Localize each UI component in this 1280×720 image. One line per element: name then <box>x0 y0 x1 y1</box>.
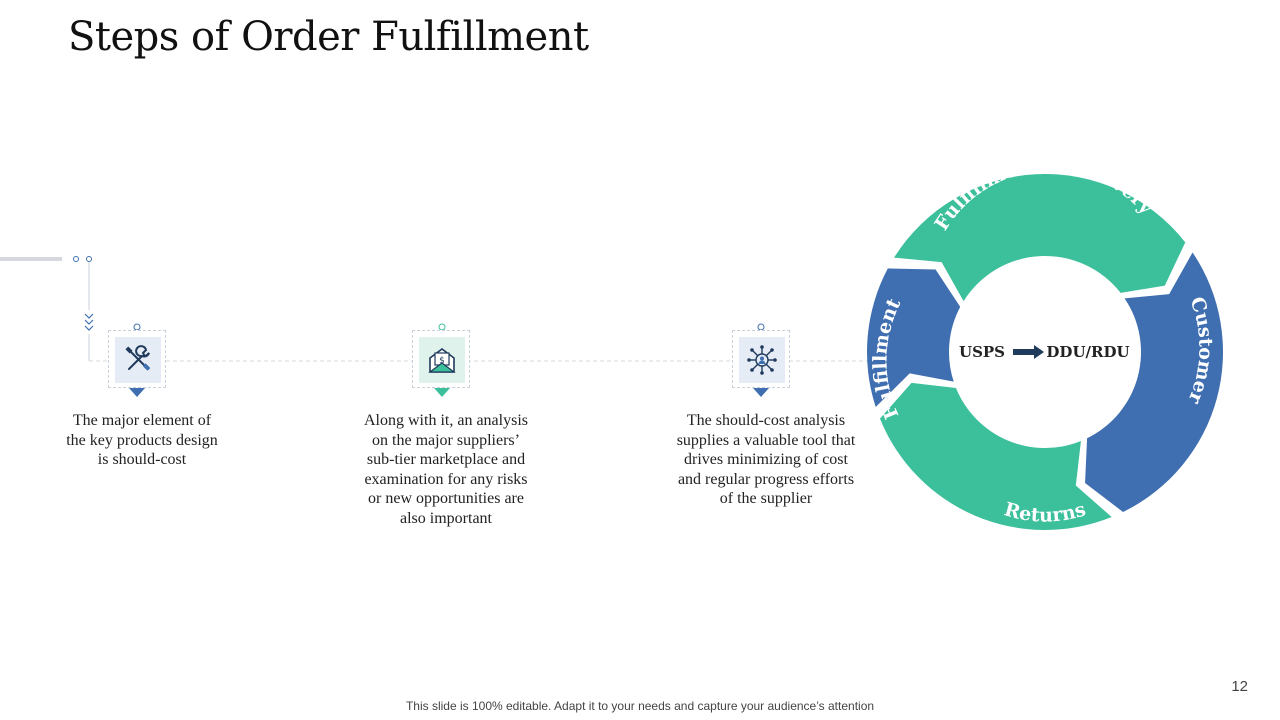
step-3-text: The should-cost analysis supplies a valu… <box>676 412 856 507</box>
step-marker-3 <box>753 323 769 397</box>
step-3-icon-bg <box>739 337 785 383</box>
cycle-diagram: Fulfillment & Delivery Customer Returns … <box>867 170 1223 530</box>
network-person-icon <box>747 345 777 375</box>
footer-note: This slide is 100% editable. Adapt it to… <box>405 699 875 713</box>
step-2-icon-box: $ <box>412 330 470 388</box>
slide-title: Steps of Order Fulfillment <box>68 14 589 60</box>
step-1-text: The major element of the key products de… <box>66 412 218 468</box>
step-2-icon-bg: $ <box>419 337 465 383</box>
money-envelope-icon: $ <box>428 348 456 373</box>
segment-returns <box>879 382 1112 530</box>
step-1-icon-box <box>108 330 166 388</box>
segment-fulfillment <box>867 268 961 408</box>
right-arrow-icon <box>1013 345 1044 359</box>
segment-fulfillment-delivery <box>894 174 1186 302</box>
tools-icon <box>125 345 150 371</box>
timeline-connectors <box>0 256 870 397</box>
step-2-text: Along with it, an analysis on the major … <box>364 412 528 527</box>
segment-customer <box>1085 252 1223 512</box>
step-marker-2 <box>434 323 450 397</box>
page-number: 12 <box>1231 678 1248 695</box>
step-3-icon-box <box>732 330 790 388</box>
step-1-icon-bg <box>115 337 161 383</box>
center-label-usps: USPS <box>959 343 1005 361</box>
step-marker-1 <box>129 323 145 397</box>
svg-text:$: $ <box>439 356 445 366</box>
timeline-node <box>73 256 79 262</box>
center-label-ddu-rdu: DDU/RDU <box>1046 343 1129 361</box>
chevron-down-icon <box>84 313 94 331</box>
timeline-node <box>86 256 92 262</box>
cycle-segments <box>867 174 1223 530</box>
